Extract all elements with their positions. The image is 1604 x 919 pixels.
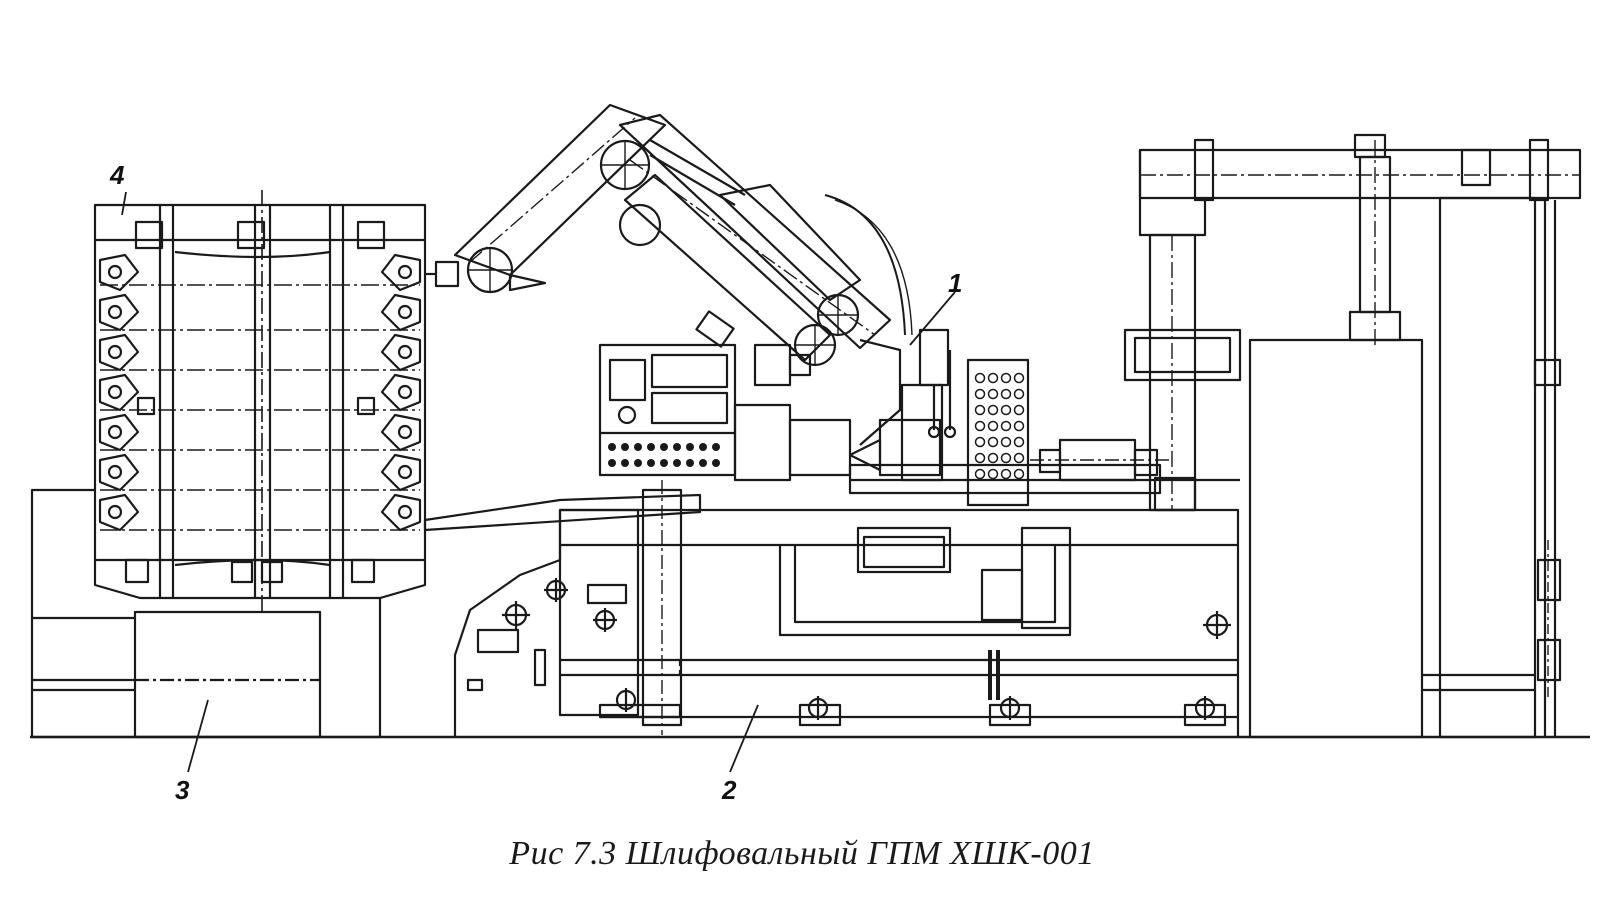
leader-3	[187, 699, 209, 773]
loading-chute	[423, 493, 702, 532]
robot-arm	[425, 103, 913, 446]
right-pockets	[380, 253, 422, 532]
callout-4: 4	[110, 160, 125, 190]
callout-2: 2	[722, 775, 737, 805]
perforated-guard	[966, 358, 1030, 507]
callout-1: 1	[948, 268, 963, 298]
gantry-loader	[1123, 133, 1582, 739]
leader-4	[121, 191, 127, 216]
leader-1	[909, 291, 956, 346]
work-table	[733, 403, 1240, 512]
callout-3: 3	[175, 775, 190, 805]
leader-2	[729, 704, 759, 773]
cnc-control-panel	[598, 343, 737, 477]
workpiece-magazine	[93, 190, 427, 612]
grinding-head	[900, 328, 957, 482]
callout-leaders	[121, 191, 956, 773]
figure-caption: Рис 7.3 Шлифовальный ГПМ ХШК-001	[509, 835, 1095, 872]
grinding-machine-base	[453, 480, 1240, 737]
left-pockets	[98, 253, 140, 532]
